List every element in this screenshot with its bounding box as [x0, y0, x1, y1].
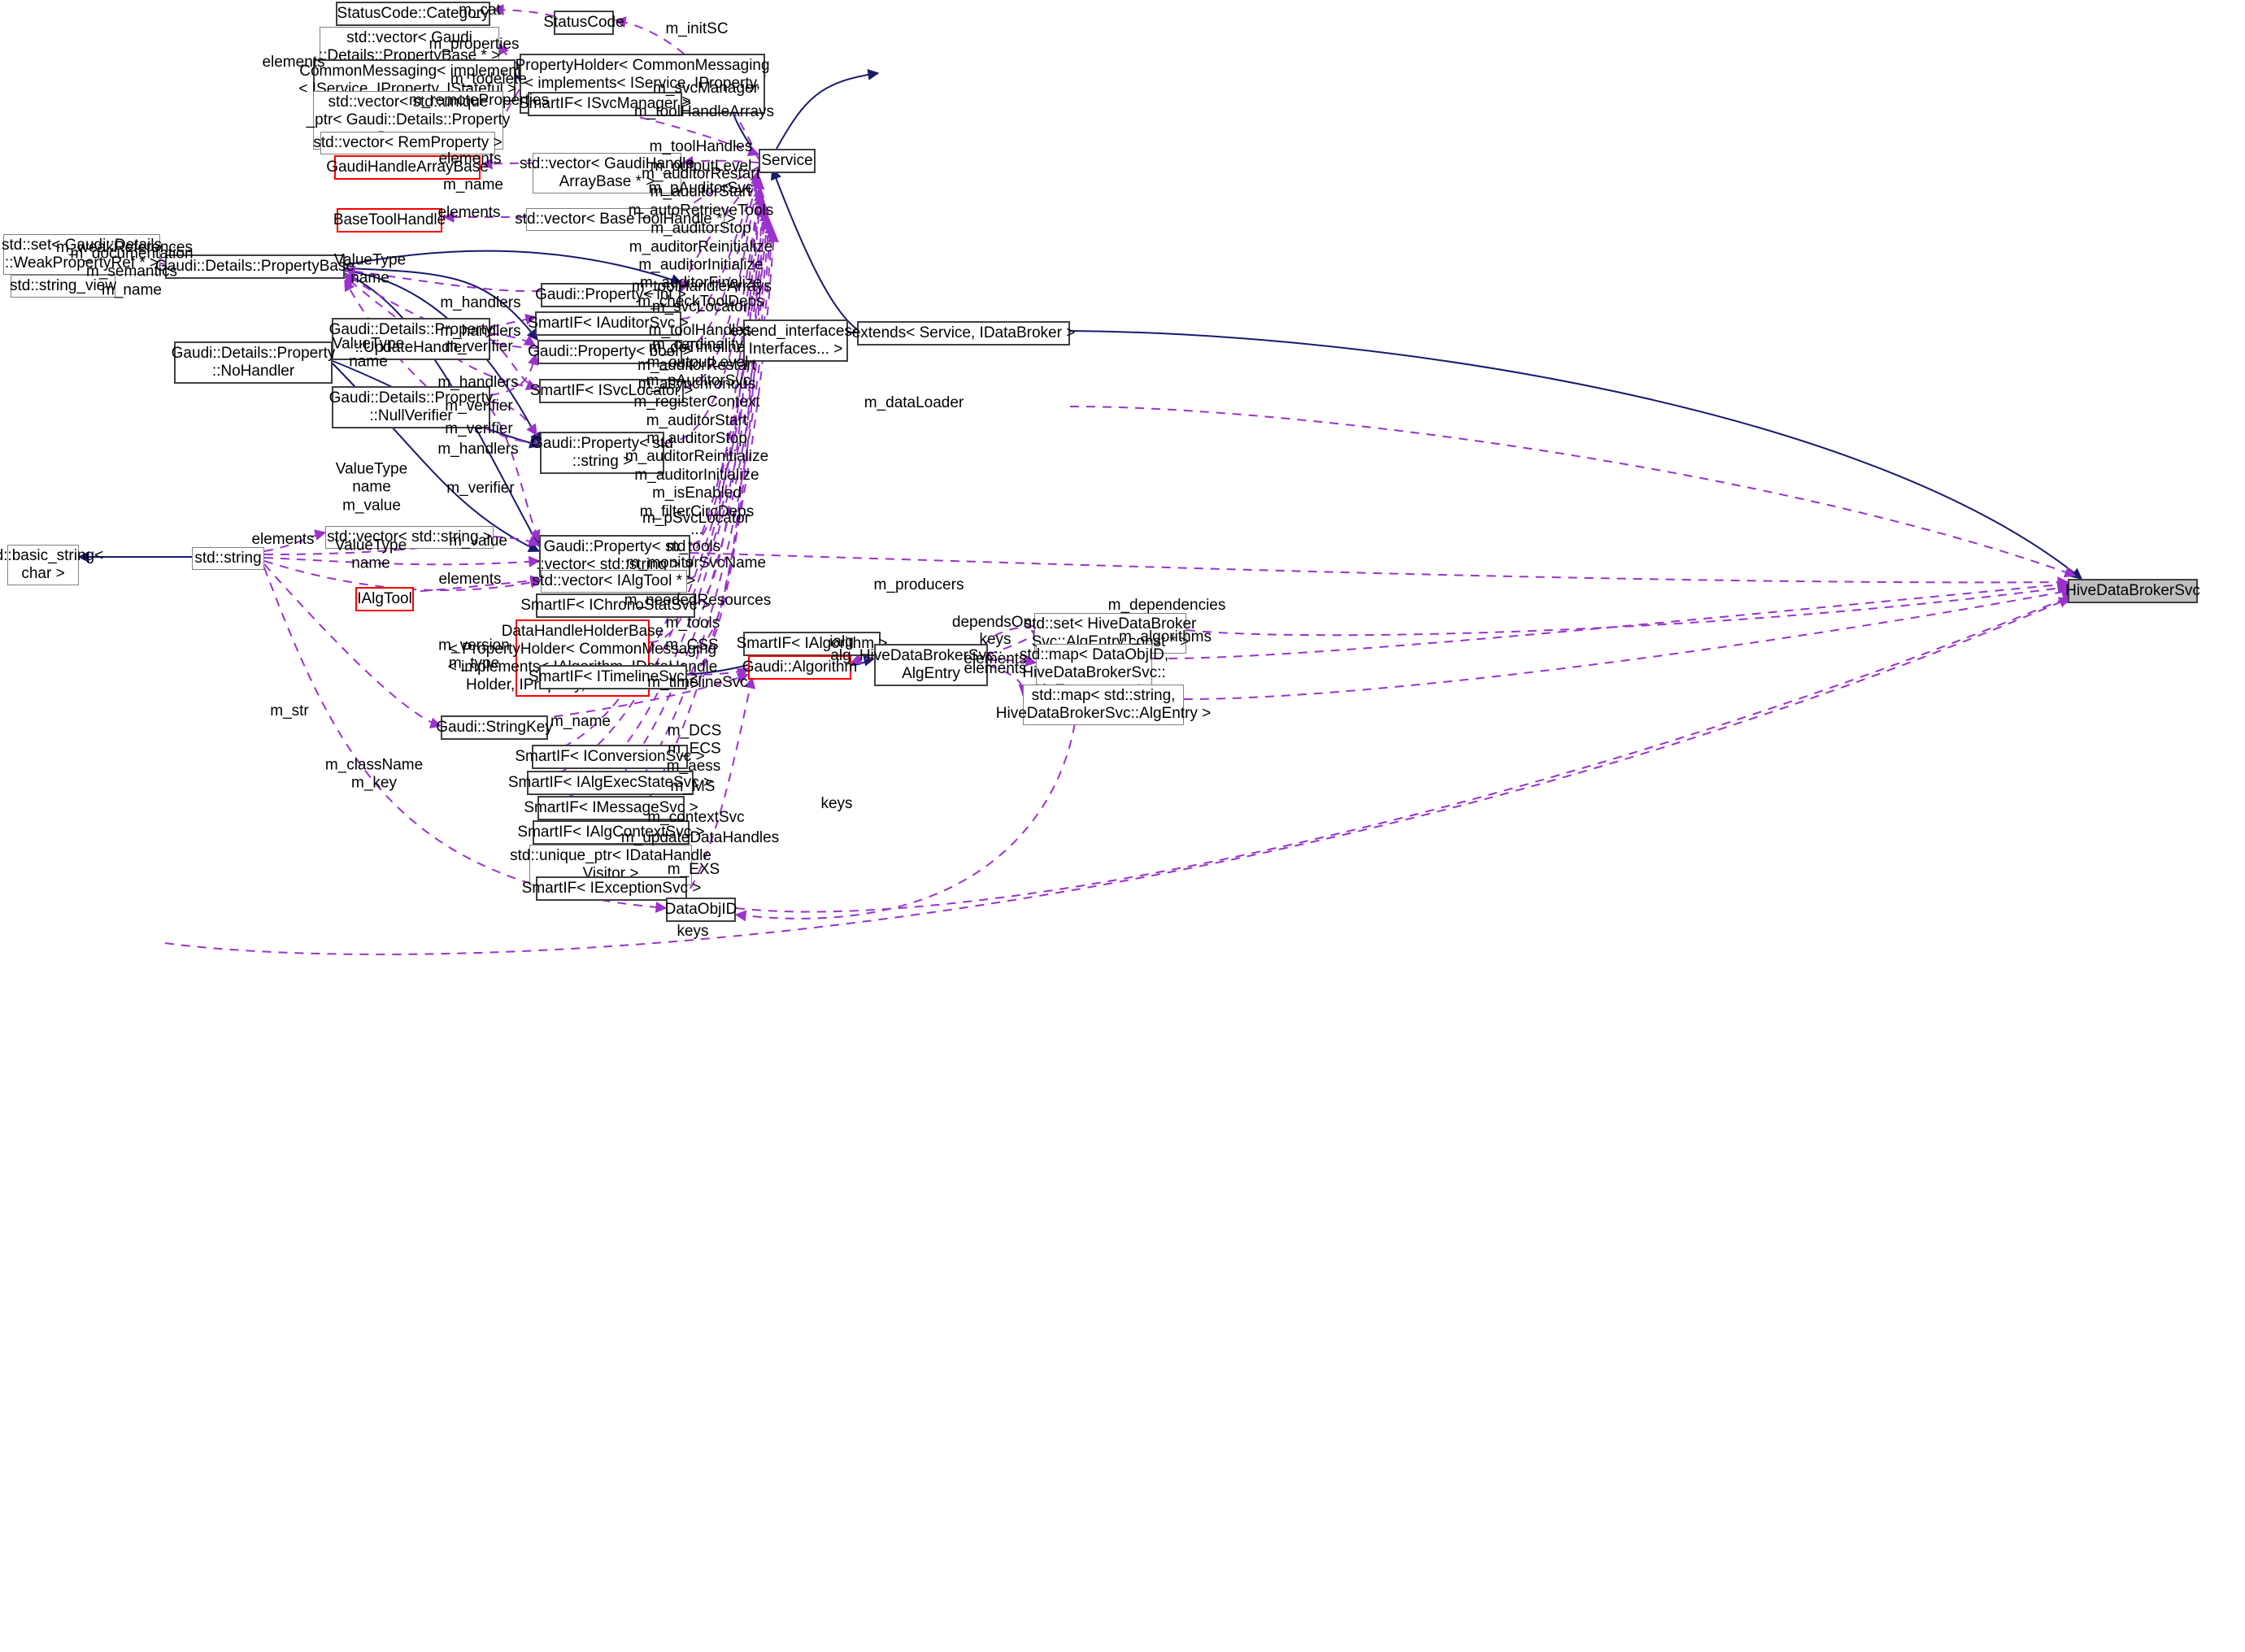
- edge-label-lbl_m_weakreferences: m_weakReferences: [56, 238, 193, 256]
- edge-label-lbl_elements_5: elements: [438, 570, 502, 588]
- edge-label-lbl_m_updatedatahandles: m_updateDataHandles: [620, 828, 780, 846]
- class-node-string_view[interactable]: std::string_view: [10, 275, 116, 298]
- class-node-ialgtool[interactable]: IAlgTool: [355, 587, 414, 611]
- class-node-property_nohandler[interactable]: Gaudi::Details::Property ::NoHandler: [172, 341, 335, 384]
- edge-label-lbl_m_producers: m_producers: [873, 576, 964, 593]
- edge-label-lbl_m_tools_2: m_tools: [665, 614, 720, 632]
- edge-label-lbl_m_dependencies: m_dependencies: [1107, 596, 1226, 614]
- edge-label-lbl_keys_2: keys: [820, 794, 853, 812]
- edge-label-lbl_elements_4: elements: [251, 530, 315, 548]
- edge-label-lbl_m_handlers_1: m_handlers: [440, 293, 521, 311]
- edge-label-lbl_dependson: dependsOn: [951, 613, 1033, 631]
- edge-label-lbl_keys_1: keys: [979, 630, 1012, 648]
- edge-label-lbl_m_dataloader: m_dataLoader: [864, 393, 964, 411]
- edge-label-lbl_elements_1: elements: [262, 53, 325, 71]
- edge-label-lbl_m_handlers_4: m_handlers: [437, 440, 519, 458]
- edge-label-lbl_m_verifier_1: m_verifier: [445, 337, 513, 355]
- edge-label-lbl_m_handlers_3: m_handlers: [437, 373, 519, 391]
- edge-label-lbl_elements_3: elements: [437, 203, 501, 221]
- edge-label-lbl_valuetype_value: ValueType name m_value: [335, 460, 408, 515]
- edge-label-lbl_m_ms: m_MS: [670, 777, 716, 795]
- edge-label-lbl_docs: m_documentation m_semantics m_name: [70, 245, 194, 299]
- edge-label-lbl_m_initsc: m_initSC: [665, 20, 729, 37]
- class-node-statuscode[interactable]: StatusCode: [543, 11, 624, 35]
- class-node-set_weakpropertyref[interactable]: std::set< Gaudi::Details ::WeakPropertyR…: [2, 234, 162, 275]
- edge-label-lbl_m_monitorsvcname: m_monitorSvcName: [625, 554, 767, 572]
- edge-label-lbl_m_dcs_ecs: m_DCS m_ECS: [667, 722, 722, 758]
- edge-label-lbl_m_remoteproperties: m_remoteProperties: [408, 91, 550, 109]
- class-node-smartif_iconversionsvc[interactable]: SmartIF< IConversionSvc >: [515, 745, 705, 769]
- class-node-map_string_algentry[interactable]: std::map< std::string, HiveDataBrokerSvc…: [996, 685, 1211, 725]
- edge-label-lbl_m_verifier_2: m_verifier: [445, 397, 513, 415]
- edge-label-lbl_m_svcmanager: m_svcManager: [653, 79, 759, 97]
- edge-label-lbl_m_algorithms: m_algorithms: [1118, 628, 1212, 646]
- edge-label-lbl_m_version_type: m_version m_type: [438, 637, 510, 672]
- class-node-std_string[interactable]: std::string: [192, 547, 264, 570]
- class-node-hivedatabrokersvc[interactable]: HiveDataBrokerSvc: [2065, 579, 2200, 603]
- edge-label-lbl_m_todelete: m_todelete: [450, 70, 528, 88]
- edge-label-lbl_m_value: m_value: [449, 532, 507, 550]
- edge-label-lbl_keys_3: keys: [677, 922, 709, 940]
- edge-label-lbl_m_toolhandlearrays_1: m_toolHandleArrays: [633, 102, 775, 120]
- edge-label-lbl_m_svclocator: m_svcLocator: [651, 298, 749, 315]
- edge-label-lbl_m_aess: m_aess: [666, 757, 721, 775]
- edge-label-lbl_m_contextsvc: m_contextSvc: [647, 808, 745, 826]
- edge-label-lbl_alg: alg: [830, 646, 851, 664]
- edge-label-lbl_m_psvclocator: m_pSvcLocator: [642, 509, 751, 527]
- edge-label-lbl_m_exs: m_EXS: [667, 860, 720, 878]
- edge-label-lbl_m_timelinesvc: m_timelineSvc: [647, 673, 748, 691]
- edge-label-lbl_valuetype_name_3: ValueType name: [334, 537, 407, 572]
- edge-label-lbl_m_properties: m_properties: [429, 35, 520, 53]
- edge-label-lbl_m_classname_key: m_className m_key: [324, 756, 424, 792]
- edge-label-lbl_m_toolhandles_1: m_toolHandles: [649, 137, 753, 155]
- class-node-extends_service_idatabroker[interactable]: extends< Service, IDataBroker >: [852, 321, 1075, 346]
- edge-label-lbl_m_toolhandlearrays_2: m_toolHandleArrays: [631, 277, 772, 295]
- edge-label-lbl_m_str: m_str: [270, 702, 309, 719]
- edge-label-lbl_m_verifier_4: m_verifier: [446, 479, 515, 497]
- class-node-gaudi_stringkey[interactable]: Gaudi::StringKey: [436, 715, 553, 740]
- edge-label-lbl_m_neededresources: m_neededResources: [624, 591, 772, 609]
- edge-label-lbl_m_cat: m_cat: [459, 1, 501, 19]
- edge-label-lbl_elements_7: elements: [964, 659, 1027, 677]
- class-node-statuscode_category[interactable]: StatusCode::Category: [336, 2, 490, 26]
- edge-label-lbl_valuetype_name_2: ValueType name: [332, 335, 405, 371]
- class-node-dataobjid[interactable]: DataObjID: [665, 898, 737, 922]
- class-node-gaudihandlearraybase[interactable]: GaudiHandleArrayBase: [326, 155, 489, 180]
- edge-label-lbl_m_css: m_CSS: [665, 636, 719, 654]
- edge-label-lbl_m_name_1: m_name: [443, 176, 503, 193]
- class-node-propertybase[interactable]: Gaudi::Details::PropertyBase: [155, 254, 355, 279]
- class-node-vec_remproperty[interactable]: std::vector< RemProperty >: [313, 132, 503, 154]
- class-node-basetoolhandle[interactable]: BaseToolHandle: [333, 208, 446, 233]
- edge-label-lbl_valuetype_name_1: ValueType name: [333, 251, 407, 287]
- class-node-basic_string_char[interactable]: std::basic_string< char >: [0, 545, 103, 585]
- edge-label-lbl_elements_2: elements: [438, 150, 502, 167]
- class-node-vec_ialgtool_ptr[interactable]: std::vector< IAlgTool * >: [533, 570, 695, 593]
- edge-label-lbl_m_name_2: m_name: [550, 712, 611, 730]
- edge-label-lbl_m_verifier_3: m_verifier: [445, 420, 513, 437]
- class-node-smartif_iexceptionsvc[interactable]: SmartIF< IExceptionSvc >: [522, 876, 701, 901]
